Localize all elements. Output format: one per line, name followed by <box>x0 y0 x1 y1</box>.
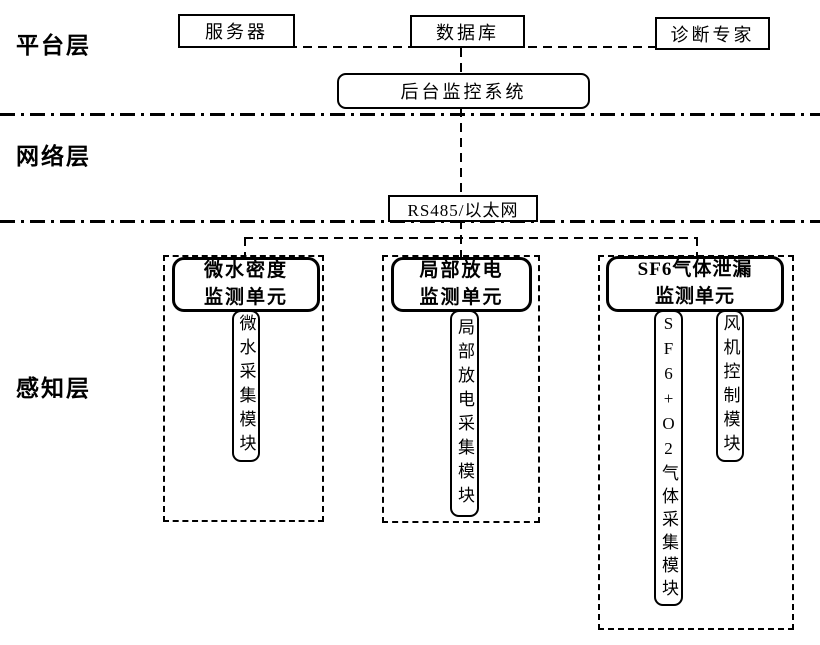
network-layer-label: 网络层 <box>16 143 91 169</box>
connector-units-horizontal <box>244 237 698 239</box>
perception-layer-label: 感知层 <box>16 375 91 401</box>
unit-partial-discharge-container <box>382 255 540 523</box>
server-box: 服务器 <box>178 14 295 48</box>
diagnosis-expert-box: 诊断专家 <box>655 17 770 50</box>
unit-microwater-container <box>163 255 324 522</box>
rs485-ethernet-box: RS485/以太网 <box>388 195 538 222</box>
module-sf6-o2-gas-collection-label: SF6+O2气体采集模块 <box>659 314 678 602</box>
platform-layer-label: 平台层 <box>16 32 91 58</box>
module-fan-control: 风机控制模块 <box>716 310 744 462</box>
module-partial-discharge-collection: 局部放电采集模块 <box>450 310 479 517</box>
module-microwater-collection-label: 微水采集模块 <box>236 314 256 458</box>
connector-stub-unit2 <box>460 220 462 259</box>
layer-divider-platform-network <box>0 113 820 116</box>
connector-stub-unit3 <box>696 237 698 258</box>
connector-stub-unit1 <box>244 237 246 259</box>
unit-microwater-title: 微水密度 监测单元 <box>172 257 320 312</box>
unit-sf6-leakage-title: SF6气体泄漏 监测单元 <box>606 256 784 312</box>
database-box: 数据库 <box>410 15 525 48</box>
module-fan-control-label: 风机控制模块 <box>720 314 740 458</box>
module-partial-discharge-collection-label: 局部放电采集模块 <box>455 317 474 510</box>
module-microwater-collection: 微水采集模块 <box>232 310 260 462</box>
backend-monitor-box: 后台监控系统 <box>337 73 590 109</box>
module-sf6-o2-gas-collection: SF6+O2气体采集模块 <box>654 310 683 606</box>
unit-partial-discharge-title: 局部放电 监测单元 <box>391 257 532 312</box>
connector-database-to-bus <box>460 48 462 196</box>
